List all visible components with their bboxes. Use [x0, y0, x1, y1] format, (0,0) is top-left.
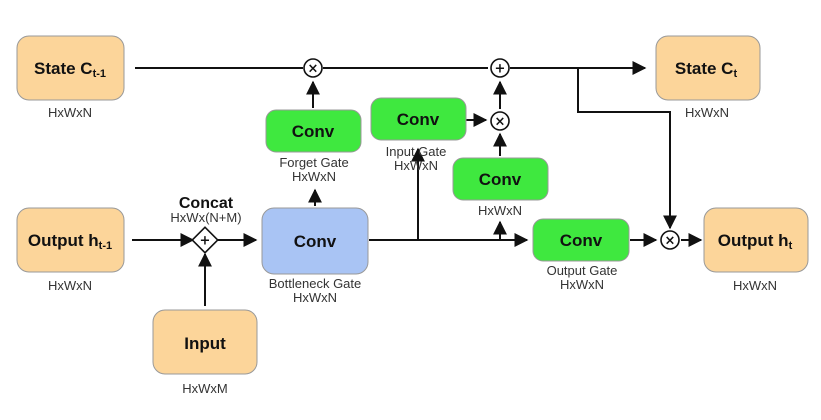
input-box: [152, 309, 258, 375]
outputgate-conv-box: [532, 218, 630, 262]
candidate-conv-box: [452, 157, 549, 201]
multiply-icon: [303, 58, 323, 78]
output-next-label: Output ht: [718, 231, 793, 252]
state-next-label: State Ct: [675, 59, 738, 80]
output-next-node: Output ht HxWxN: [703, 207, 809, 293]
state-next-node: State Ct HxWxN: [655, 35, 761, 120]
concat-title: Concat: [179, 195, 234, 212]
multiply-icon: [490, 111, 510, 131]
bottleneck-conv-box: [261, 207, 369, 275]
state-to-output-line: [577, 68, 677, 230]
forget-dim: HxWxN: [292, 169, 336, 184]
candidate-node: Conv HxWxN: [452, 157, 549, 218]
output-prev-node: Output ht-1 HxWxN: [16, 207, 125, 293]
concat-op: +: [191, 226, 219, 254]
input-multiply-op: ×: [490, 111, 510, 131]
output-prev-label: Output ht-1: [28, 231, 112, 252]
bottleneck-conv-label: Conv: [294, 232, 337, 251]
concat-dim: HxWx(N+M): [170, 210, 241, 225]
inputgate-conv-box: [370, 97, 467, 141]
concat-diamond-icon: [191, 226, 219, 254]
output-next-dim: HxWxN: [733, 278, 777, 293]
forget-caption: Forget Gate: [279, 155, 348, 170]
output-prev-box: [16, 207, 125, 273]
forget-multiply-op: ×: [303, 58, 323, 78]
multiply-symbol: ×: [495, 115, 506, 130]
state-add-op: +: [490, 58, 510, 78]
state-next-dim: HxWxN: [685, 105, 729, 120]
candidate-conv-label: Conv: [479, 170, 522, 189]
state-prev-node: State Ct-1 HxWxN: [16, 35, 125, 120]
output-prev-dim: HxWxN: [48, 278, 92, 293]
outputgate-dim: HxWxN: [560, 277, 604, 292]
bottleneck-node: Conv Bottleneck Gate HxWxN: [261, 207, 369, 305]
input-node: Input HxWxM: [152, 309, 258, 396]
outputgate-conv-label: Conv: [560, 231, 603, 250]
add-icon: [490, 58, 510, 78]
multiply-symbol: ×: [308, 62, 319, 77]
candidate-dim: HxWxN: [478, 203, 522, 218]
concat-node: Concat HxWx(N+M): [170, 195, 241, 225]
output-next-box: [703, 207, 809, 273]
bottleneck-caption: Bottleneck Gate: [269, 276, 362, 291]
inputgate-caption: Input Gate: [386, 144, 447, 159]
state-next-box: [655, 35, 761, 101]
input-dim: HxWxM: [182, 381, 228, 396]
forget-conv-box: [265, 109, 362, 153]
concat-symbol: +: [200, 234, 211, 249]
add-symbol: +: [495, 62, 506, 77]
state-prev-box: [16, 35, 125, 101]
bottleneck-dim: HxWxN: [293, 290, 337, 305]
connections: [132, 61, 703, 306]
output-multiply-op: ×: [660, 230, 680, 250]
input-gate-node: Conv Input Gate HxWxN: [370, 97, 467, 173]
state-prev-label: State Ct-1: [34, 59, 106, 80]
input-label: Input: [184, 334, 226, 353]
forget-gate-node: Conv Forget Gate HxWxN: [265, 109, 362, 184]
inputgate-dim: HxWxN: [394, 158, 438, 173]
multiply-icon: [660, 230, 680, 250]
inputgate-conv-label: Conv: [397, 110, 440, 129]
multiply-symbol: ×: [665, 234, 676, 249]
outputgate-caption: Output Gate: [547, 263, 618, 278]
output-gate-node: Conv Output Gate HxWxN: [532, 218, 630, 292]
forget-conv-label: Conv: [292, 122, 335, 141]
state-prev-dim: HxWxN: [48, 105, 92, 120]
